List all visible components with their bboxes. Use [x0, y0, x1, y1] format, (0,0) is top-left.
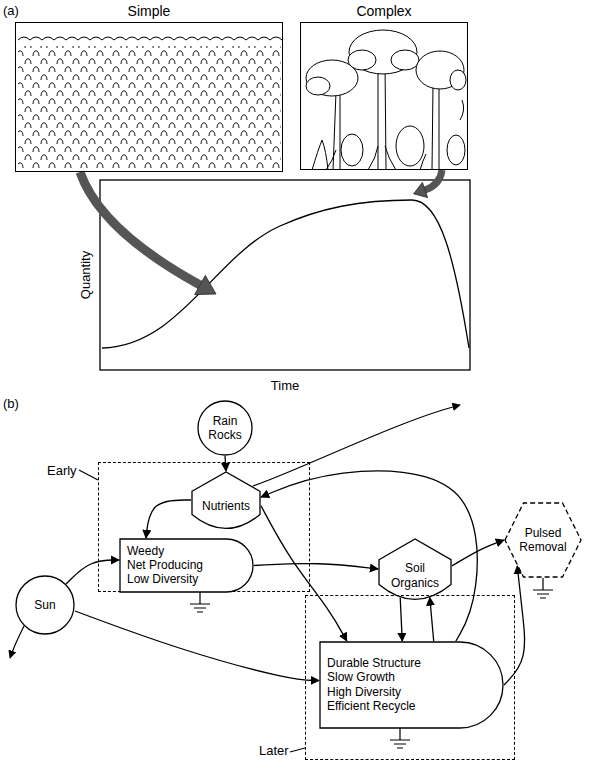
producer-outline: [120, 539, 253, 592]
grass-edge: [18, 37, 282, 40]
text-group: Rain Rocks: [208, 414, 241, 443]
flow-connector: [261, 506, 347, 641]
heading: Early: [47, 463, 77, 479]
text-group: WeedyNet ProducingLow Diversity: [127, 544, 203, 587]
group-box: LaterDurable StructureSlow GrowthHigh Di…: [305, 595, 515, 760]
flow-connector: [254, 564, 378, 569]
text-group: Simple: [16, 3, 282, 20]
node-label: Slow Growth: [327, 671, 421, 685]
pointer-arrows: [80, 170, 442, 295]
text-group: Soil Organics: [391, 561, 439, 590]
group-box: EarlyNutrientsWeedyNet ProducingLow Dive…: [98, 462, 310, 592]
heat-sink: [190, 592, 210, 612]
text-group: Sun: [34, 598, 55, 612]
node-label: High Diversity: [327, 685, 421, 699]
part-label: (a): [3, 3, 19, 19]
text-group: Pulsed Removal: [519, 526, 566, 555]
circle-outline: [198, 401, 252, 455]
source-circle: Sun: [15, 575, 75, 635]
tank-outline: [379, 539, 451, 599]
producer-box: Durable StructureSlow GrowthHigh Diversi…: [319, 641, 504, 729]
producer-outline: [320, 642, 503, 728]
node-label: Soil Organics: [391, 561, 439, 590]
text-group: Nutrients: [202, 499, 250, 513]
node-label: Sun: [34, 598, 55, 612]
tank-outline: [192, 472, 260, 528]
source-circle: Rain Rocks: [197, 400, 253, 456]
storage-tank: Nutrients: [191, 471, 261, 529]
producer-box: WeedyNet ProducingLow Diversity: [119, 538, 254, 593]
heading: Simple: [16, 3, 282, 20]
text-group: Early: [47, 463, 77, 479]
plot-frame: [100, 180, 470, 370]
forest-drawing: [306, 30, 466, 170]
part-label: (b): [3, 396, 19, 412]
flow-connector: [452, 540, 504, 566]
node-label: Weedy: [127, 544, 203, 558]
node-label: Net Producing: [127, 558, 203, 572]
leader-line: [290, 748, 305, 752]
node-label: Rain Rocks: [208, 414, 241, 443]
node-label: Durable Structure: [327, 656, 421, 670]
heat-sink: [533, 578, 553, 598]
heat-sink: [390, 728, 410, 748]
flow-connector: [75, 611, 319, 681]
quantity-curve: [102, 200, 469, 348]
storage-tank: Soil Organics: [378, 538, 452, 600]
heading: Complex: [301, 3, 467, 20]
flow-connector: [261, 471, 477, 641]
flow-connector: [225, 456, 226, 471]
heading: Later: [259, 743, 289, 759]
diagram-extras: [10, 405, 553, 752]
node-label: Efficient Recycle: [327, 699, 421, 713]
leader-line: [79, 470, 98, 480]
hexagon-outline: [505, 503, 581, 577]
outflow-arrow: [253, 405, 460, 486]
axis-label: Time: [271, 378, 299, 394]
illustration-frame: Simple: [15, 22, 283, 172]
illustration-frame: Complex: [300, 22, 468, 170]
flow-connector: [400, 598, 402, 641]
node-label: Low Diversity: [127, 573, 203, 587]
flow-connector: [430, 598, 434, 641]
text-group: Later: [259, 743, 289, 759]
flow-connector: [66, 560, 119, 584]
node-label: Nutrients: [202, 499, 250, 513]
removal-hexagon: Pulsed Removal: [504, 502, 582, 578]
outflow-arrow: [10, 626, 24, 658]
node-label: Pulsed Removal: [519, 526, 566, 555]
text-group: Complex: [301, 3, 467, 20]
circle-outline: [16, 576, 74, 634]
flow-connector: [146, 500, 191, 538]
axis-label: Quantity: [78, 251, 94, 299]
text-group: Durable StructureSlow GrowthHigh Diversi…: [327, 656, 421, 714]
grass-texture: [18, 46, 281, 170]
